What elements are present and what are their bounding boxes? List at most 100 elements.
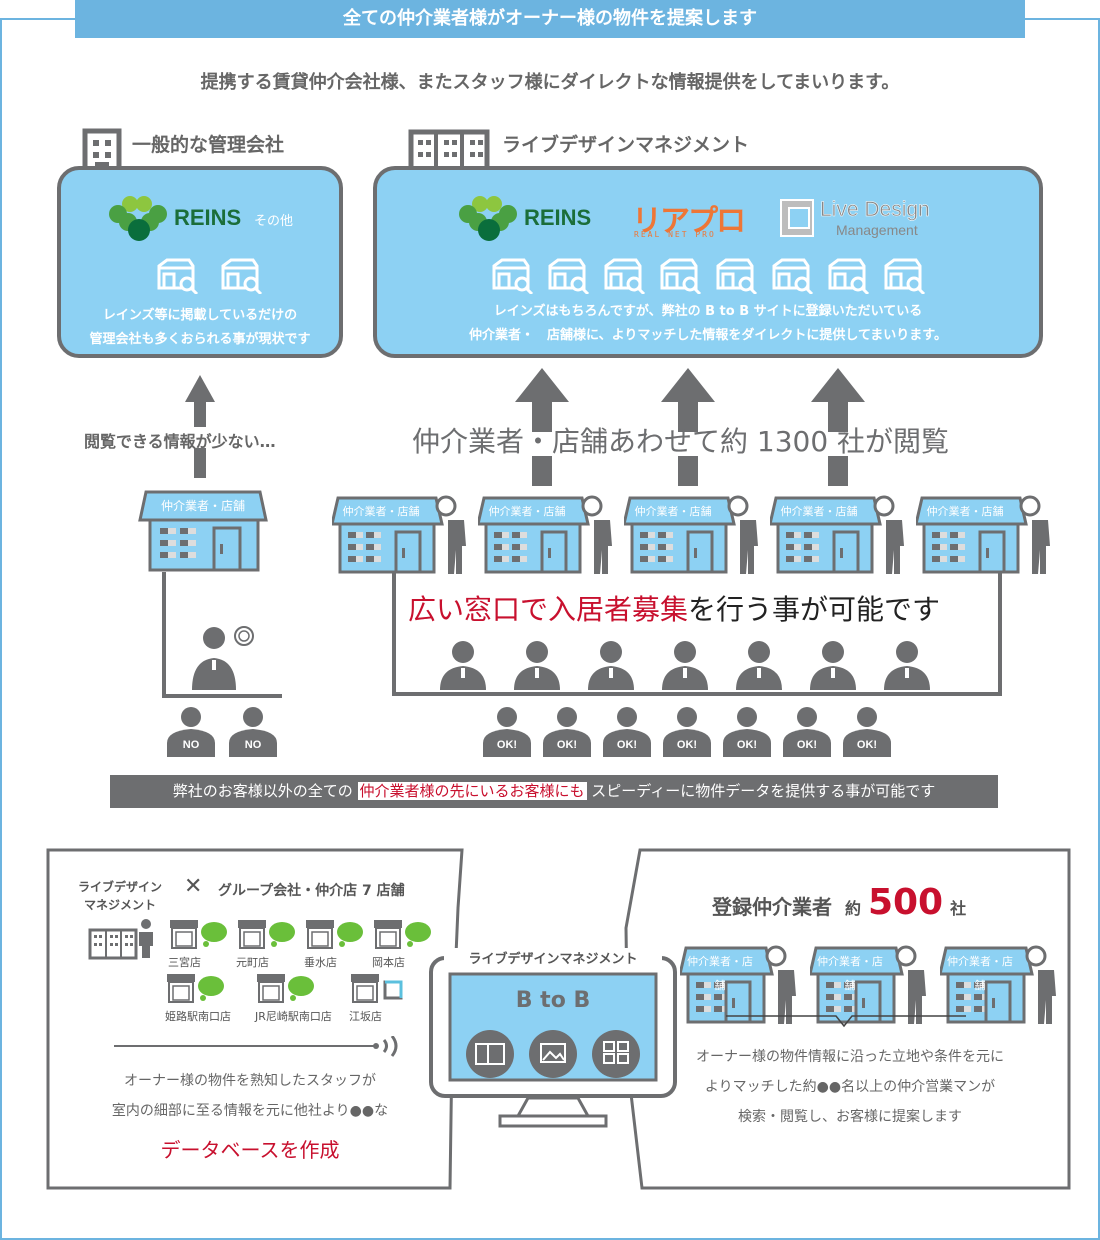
shop-agent-icon [770,495,904,574]
shop-search-icon [604,258,646,294]
customer-icon: OK! [782,707,832,759]
store-icon [351,974,403,1003]
staff-icon [810,641,856,690]
shop-with-agent: 仲介業者・店舗 [624,490,762,576]
stores-row-1: 三宮店元町店垂水店岡本店 [168,918,431,970]
right-panel-text: レインズはもちろんですが、弊社の B to B サイトに登録いただいている 仲介… [468,304,947,343]
customer-icon: OK! [842,707,892,759]
livedesign-logo-icon [780,199,814,237]
customer-icon: OK! [542,707,592,759]
shop-with-agent: 仲介業者・店舗 [940,940,1060,1026]
shop-with-agent: 仲介業者・店舗 [916,490,1054,576]
page-title: 全ての仲介業者様がオーナー様の物件を提案します [75,0,1025,38]
right-tray-line [392,572,396,696]
store-icon [167,974,224,1003]
customer-icon: OK! [722,707,772,759]
staff-icon [662,641,708,690]
realnetpro-logo-sub: REAL NET PRO [634,230,716,239]
shop-agent-icon [478,495,612,574]
staff-icon [440,641,486,690]
customer-icon: NO [166,707,216,759]
signal-line-icon [114,1036,398,1057]
bottom-left-highlight: データベースを作成 [160,1138,340,1162]
staff-icon [514,641,560,690]
store-item: 姫路駅南口店 [165,972,241,1024]
bottom-left-text: オーナー様の物件を熟知したスタッフが 室内の細部に至る情報を元に他社より●●な [111,1073,389,1119]
store-item: 元町店 [236,918,295,970]
shop-with-agent: 仲介業者・店舗 [810,940,930,1026]
store-item: 垂水店 [304,918,363,970]
left-search-icons [155,258,267,294]
store-item: 三宮店 [168,918,227,970]
registered-shops: 仲介業者・店舗仲介業者・店舗仲介業者・店舗 [680,940,1060,1026]
arrow-up-icon [515,368,569,402]
arrow-up-icon [185,375,215,402]
left-tray-line [162,572,166,698]
shop-agent-icon [810,945,926,1024]
staff-icon [736,641,782,690]
arrow-up-icon [661,368,715,402]
registered-brokers-heading: 登録仲介業者 約 500 社 [712,882,967,923]
customer-icon: OK! [482,707,532,759]
store-icon [306,920,363,949]
reins-logo-icon [459,196,517,241]
reins-logo-text: REINS [174,205,242,230]
left-panel-text: レインズ等に掲載しているだけの 管理会社も多くおられる事が現状です [89,308,311,347]
flow-arrows [185,368,865,486]
right-tray-line [998,572,1002,696]
shop-agent-icon [624,495,758,574]
right-search-icons [490,258,926,294]
shop-search-icon [492,258,534,294]
realnetpro-logo: リアプロ [632,204,746,239]
shop-search-icon [157,258,199,294]
bracket-pointer [726,1015,966,1028]
customers-right: OK!OK!OK!OK!OK!OK!OK! [482,707,892,759]
store-icon [257,974,314,1003]
page-subtitle: 提携する賃貸仲介会社様、またスタッフ様にダイレクトな情報提供をしてまいります。 [200,72,900,93]
staff-icon [884,641,930,690]
shop-agent-icon [940,945,1056,1024]
monitor-icon [429,956,677,1128]
reins-logo-text: REINS [524,205,592,230]
highlight-message: 広い窓口で入居者募集を行う事が可能です [408,593,941,626]
building-staff-icon [88,919,153,960]
left-panel-heading: 一般的な管理会社 [132,134,285,156]
monitor-screen-title: B to B [515,988,591,1013]
store-icon [238,920,295,949]
shop-agent-icon [332,495,466,574]
livedesign-logo-sub: Management [836,222,918,238]
store-item: JR尼崎駅南口店 [255,972,335,1024]
right-shops: 仲介業者・店舗仲介業者・店舗仲介業者・店舗仲介業者・店舗仲介業者・店舗 [332,490,1054,576]
store-item: 江坂店 [349,972,403,1024]
customer-icon: OK! [602,707,652,759]
worried-staff-icon [192,626,254,690]
group-label: グループ会社・仲介店 7 店舗 [218,883,405,899]
shop-agent-icon [916,495,1050,574]
company-name: ライブデザイン マネジメント [78,880,163,912]
right-tray-line [392,692,1002,696]
shop-building: 仲介業者・店舗 [138,490,268,572]
info-banner: 弊社のお客様以外の全ての 仲介業者様の先にいるお客様にも スピーディーに物件デー… [110,775,998,808]
store-item: 岡本店 [372,918,431,970]
left-flow-caption: 閲覧できる情報が少ない… [84,432,276,451]
shop-search-icon [828,258,870,294]
shop-icon [138,490,268,572]
shop-search-icon [660,258,702,294]
store-icon [170,920,227,949]
cross-icon: ✕ [184,874,203,899]
livedesign-logo-text: Live Design [820,198,930,222]
left-tray-line [162,694,282,698]
shop-search-icon [772,258,814,294]
shop-with-agent: 仲介業者・店舗 [680,940,800,1026]
reins-logo-icon [109,196,167,241]
staff-icon [588,641,634,690]
shop-agent-icon [680,945,796,1024]
shop-with-agent: 仲介業者・店舗 [478,490,616,576]
right-flow-caption: 仲介業者・店舗あわせて約 1300 社が閲覧 [412,425,950,458]
left-panel [57,166,343,358]
bottom-right-text: オーナー様の物件情報に沿った立地や条件を元に よりマッチした約●●名以上の仲介営… [696,1049,1004,1125]
monitor-brand: ライブデザインマネジメント [444,948,662,967]
right-panel-heading: ライブデザインマネジメント [502,134,750,156]
staff-row [438,640,932,692]
stores-row-2: 姫路駅南口店 JR尼崎駅南口店江坂店 [165,972,403,1024]
